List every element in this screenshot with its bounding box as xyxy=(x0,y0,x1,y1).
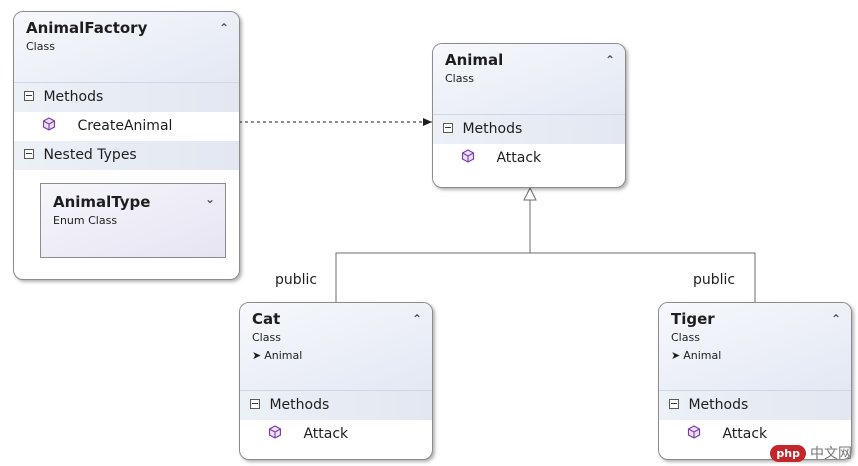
double-chevron-up-icon[interactable]: ⌃ xyxy=(411,312,422,326)
inheritance-label-cat: public xyxy=(275,272,318,288)
method-item[interactable]: Attack xyxy=(433,144,625,173)
inheritance-label-tiger: public xyxy=(693,272,736,288)
class-kind: Class xyxy=(252,331,281,344)
class-header[interactable]: Cat Class ➤Animal ⌃ xyxy=(240,303,432,391)
nested-class-kind: Enum Class xyxy=(53,214,118,227)
method-name: Attack xyxy=(722,426,768,442)
method-cube-icon xyxy=(42,117,56,131)
minus-box-icon[interactable] xyxy=(250,399,260,409)
double-chevron-up-icon[interactable]: ⌃ xyxy=(604,53,615,67)
class-name: Animal xyxy=(445,51,504,69)
base-type-name: Animal xyxy=(264,349,303,362)
section-title: Methods xyxy=(269,397,330,413)
minus-box-icon[interactable] xyxy=(24,149,34,159)
nested-types-section-header[interactable]: Nested Types xyxy=(14,141,239,170)
watermark: php 中文网 xyxy=(770,443,852,463)
class-tiger[interactable]: Tiger Class ➤Animal ⌃ Methods Attack xyxy=(658,302,852,460)
class-kind: Class xyxy=(445,72,474,85)
minus-box-icon[interactable] xyxy=(443,123,453,133)
section-title: Nested Types xyxy=(43,147,137,163)
method-name: CreateAnimal xyxy=(77,118,173,134)
base-type-name: Animal xyxy=(683,349,722,362)
class-header[interactable]: Animal Class ⌃ xyxy=(433,44,625,115)
minus-box-icon[interactable] xyxy=(24,91,34,101)
nested-class-name: AnimalType xyxy=(53,193,151,211)
methods-section-header[interactable]: Methods xyxy=(659,391,851,420)
class-header[interactable]: Tiger Class ➤Animal ⌃ xyxy=(659,303,851,391)
method-name: Attack xyxy=(303,426,349,442)
methods-section-header[interactable]: Methods xyxy=(433,115,625,144)
nested-class-animal-type[interactable]: AnimalType Enum Class ⌄ xyxy=(40,183,226,258)
watermark-text: 中文网 xyxy=(810,446,852,462)
section-title: Methods xyxy=(43,89,104,105)
method-item[interactable]: Attack xyxy=(659,420,851,449)
method-cube-icon xyxy=(268,425,282,439)
methods-section-header[interactable]: Methods xyxy=(14,83,239,112)
class-kind: Class xyxy=(26,40,55,53)
class-base-type: ➤Animal xyxy=(671,349,851,363)
methods-section-header[interactable]: Methods xyxy=(240,391,432,420)
class-base-type: ➤Animal xyxy=(252,349,432,363)
class-name: AnimalFactory xyxy=(26,19,148,37)
inherit-arrow-icon: ➤ xyxy=(252,349,262,362)
inherit-arrow-icon: ➤ xyxy=(671,349,681,362)
section-title: Methods xyxy=(462,121,523,137)
method-cube-icon xyxy=(461,149,475,163)
double-chevron-down-icon[interactable]: ⌄ xyxy=(204,192,215,206)
class-header[interactable]: AnimalFactory Class ⌃ xyxy=(14,12,239,83)
section-title: Methods xyxy=(688,397,749,413)
watermark-badge: php xyxy=(770,444,806,462)
method-cube-icon xyxy=(687,425,701,439)
class-cat[interactable]: Cat Class ➤Animal ⌃ Methods Attack xyxy=(239,302,433,460)
inheritance-arrowhead xyxy=(523,186,537,201)
class-name: Cat xyxy=(252,310,281,328)
method-item[interactable]: CreateAnimal xyxy=(14,112,239,141)
class-name: Tiger xyxy=(671,310,715,328)
double-chevron-up-icon[interactable]: ⌃ xyxy=(830,312,841,326)
method-item[interactable]: Attack xyxy=(240,420,432,449)
double-chevron-up-icon[interactable]: ⌃ xyxy=(218,21,229,35)
class-kind: Class xyxy=(671,331,700,344)
class-animal[interactable]: Animal Class ⌃ Methods Attack xyxy=(432,43,626,188)
method-name: Attack xyxy=(496,150,542,166)
inheritance-connector[interactable] xyxy=(335,252,756,302)
minus-box-icon[interactable] xyxy=(669,399,679,409)
